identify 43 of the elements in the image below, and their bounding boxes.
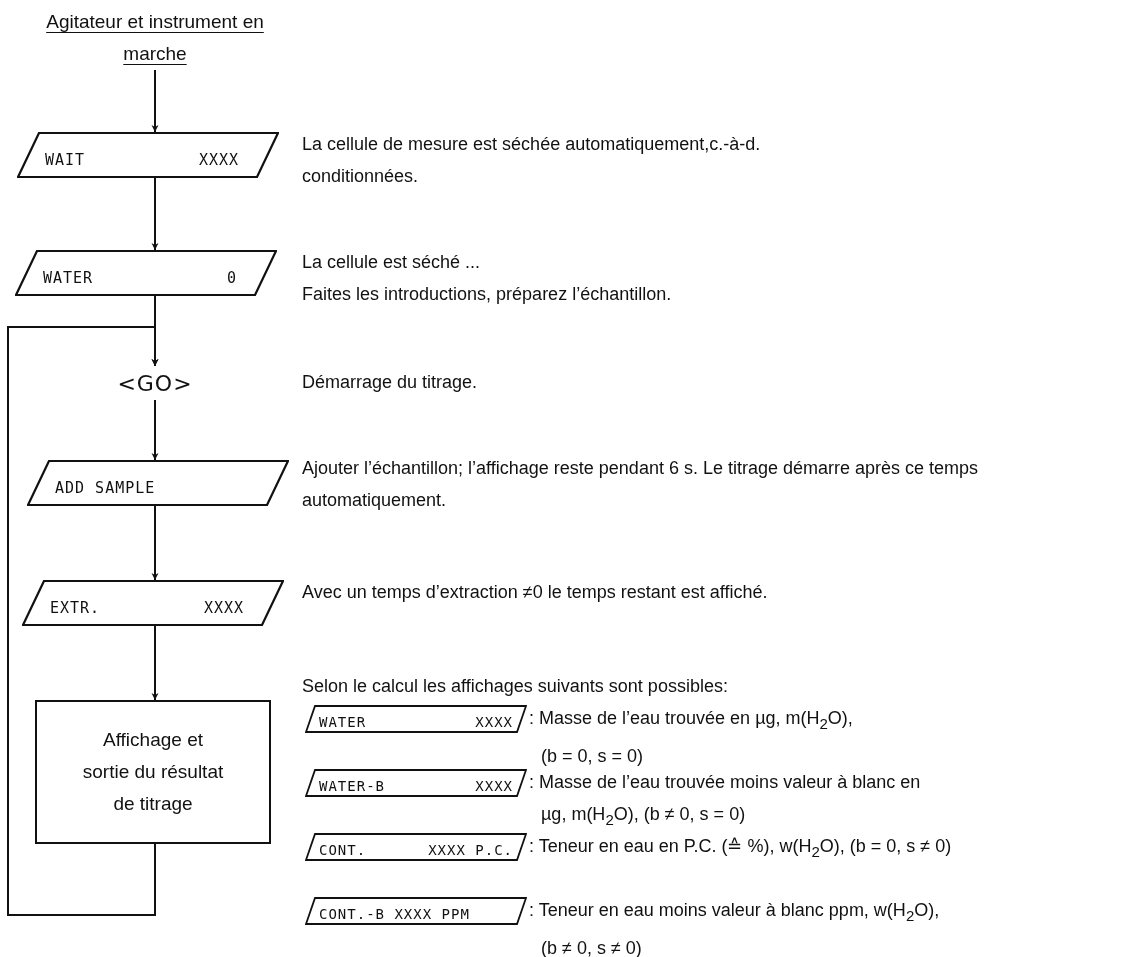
start-text: Agitateur et instrument en marche <box>30 6 280 70</box>
display-text: XXXX <box>198 151 239 169</box>
small-display-parallelogram <box>305 769 527 797</box>
display-text: XXXX <box>475 778 513 794</box>
display-parallelogram <box>27 460 289 506</box>
small-display-parallelogram <box>305 833 527 861</box>
description-text: : Teneur en eau en P.C. (≙ %), w(H$_{2}$O), (b = 0, s ≠ 0) <box>529 835 953 862</box>
display-text: WATER-B <box>319 778 385 794</box>
display-text: CONT.-B XXXX PPM <box>319 906 470 922</box>
display-text: ADD SAMPLE <box>55 479 156 497</box>
arrow <box>151 69 159 133</box>
description-text: : Masse de l’eau trouvée en µg, m(H$_{2}$O), (b = 0, s = 0) <box>529 707 854 768</box>
display-text: CONT. <box>319 842 367 858</box>
description-text: Faites les introductions, préparez l’échantillon. <box>302 283 673 306</box>
display-parallelogram <box>15 250 277 296</box>
arrow <box>151 399 159 461</box>
display-parallelogram <box>17 132 279 178</box>
display-text: XXXX <box>475 714 513 730</box>
box-text: Affichage et sortie du résultat de titrage <box>81 728 225 816</box>
note-text: Selon le calcul les affichages suivants sont possibles: <box>302 675 728 698</box>
display-text: 0 <box>226 269 237 287</box>
description-text: La cellule est séché ... <box>302 251 482 274</box>
description-text: : Teneur en eau moins valeur à blanc ppm, w(H$_{2}$O), (b ≠ 0, s ≠ 0) <box>529 899 941 957</box>
display-text: WATER <box>43 269 94 287</box>
description-text: : Masse de l’eau trouvée moins valeur à blanc en µg, m(H$_{2}$O), (b ≠ 0, s = 0) <box>529 771 922 830</box>
arrow <box>151 177 159 251</box>
display-text: EXTR. <box>50 599 101 617</box>
arrow <box>7 326 159 916</box>
display-text: WAIT <box>45 151 86 169</box>
description-text: Ajouter l’échantillon; l’affichage reste pendant 6 s. Le titrage démarre après ce temps automatiquement. <box>302 457 980 512</box>
display-text: XXXX <box>203 599 244 617</box>
display-parallelogram <box>22 580 284 626</box>
note-text: Démarrage du titrage. <box>302 371 478 394</box>
small-display-parallelogram <box>305 897 527 925</box>
display-text: WATER <box>319 714 367 730</box>
process-box <box>35 700 271 844</box>
arrow <box>151 625 159 701</box>
key-label: <GO> <box>95 366 215 400</box>
display-text: XXXX P.C. <box>428 842 513 858</box>
description-text: Avec un temps d’extraction ≠0 le temps restant est affiché. <box>302 581 769 604</box>
small-display-parallelogram <box>305 705 527 733</box>
description-text: La cellule de mesure est séchée automatiquement,c.-à-d. conditionnées. <box>302 133 762 188</box>
arrow <box>151 505 159 581</box>
